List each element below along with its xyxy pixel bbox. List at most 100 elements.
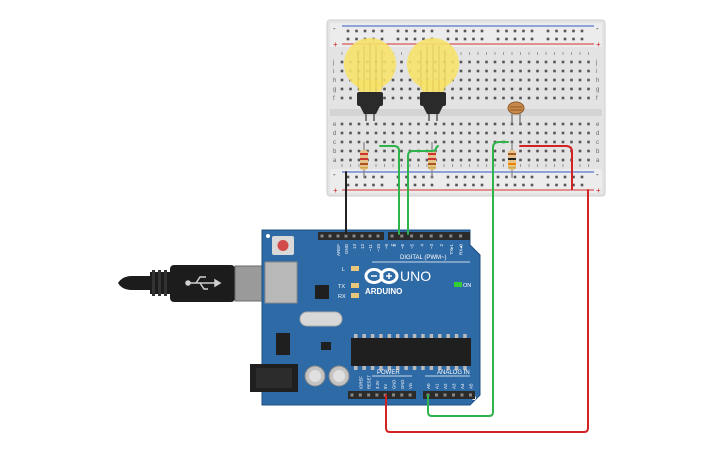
breadboard-hole[interactable] (578, 149, 582, 153)
rail-hole[interactable] (355, 183, 358, 187)
breadboard-hole[interactable] (510, 60, 514, 64)
rail-hole[interactable] (446, 183, 450, 187)
rail-hole[interactable] (372, 175, 375, 179)
rail-hole[interactable] (496, 183, 500, 187)
breadboard-hole[interactable] (340, 140, 344, 144)
breadboard-hole[interactable] (468, 140, 471, 144)
rail-hole[interactable] (463, 175, 467, 179)
rail-hole[interactable] (422, 183, 425, 187)
breadboard-hole[interactable] (561, 158, 565, 162)
rail-hole[interactable] (546, 183, 550, 187)
breadboard-hole[interactable] (459, 87, 463, 91)
breadboard-hole[interactable] (340, 96, 344, 100)
header-pin-hole[interactable] (392, 393, 395, 397)
breadboard-hole[interactable] (476, 69, 480, 73)
rail-hole[interactable] (546, 175, 550, 179)
rail-hole[interactable] (380, 29, 384, 33)
header-pin-hole[interactable] (368, 234, 372, 238)
breadboard-hole[interactable] (502, 87, 505, 91)
breadboard-hole[interactable] (459, 96, 463, 100)
breadboard-hole[interactable] (510, 78, 514, 82)
breadboard-hole[interactable] (476, 60, 480, 64)
rail-hole[interactable] (580, 175, 584, 179)
rail-hole[interactable] (513, 29, 517, 33)
breadboard-hole[interactable] (357, 149, 361, 153)
rail-hole[interactable] (496, 175, 500, 179)
breadboard-hole[interactable] (561, 96, 565, 100)
breadboard-hole[interactable] (400, 96, 403, 100)
breadboard-hole[interactable] (476, 122, 480, 126)
rail-hole[interactable] (363, 175, 367, 179)
breadboard-hole[interactable] (340, 158, 344, 162)
breadboard-hole[interactable] (485, 87, 488, 91)
breadboard-hole[interactable] (502, 96, 505, 100)
breadboard-hole[interactable] (544, 78, 548, 82)
breadboard-hole[interactable] (442, 122, 446, 126)
breadboard-hole[interactable] (493, 131, 497, 135)
breadboard-hole[interactable] (442, 149, 446, 153)
breadboard-hole[interactable] (425, 140, 429, 144)
breadboard-hole[interactable] (340, 60, 344, 64)
breadboard-hole[interactable] (417, 87, 420, 91)
breadboard-hole[interactable] (417, 96, 420, 100)
breadboard-hole[interactable] (553, 78, 556, 82)
breadboard-hole[interactable] (536, 122, 539, 126)
breadboard-hole[interactable] (417, 140, 420, 144)
breadboard-hole[interactable] (536, 131, 539, 135)
breadboard-hole[interactable] (587, 60, 590, 64)
header-pin-hole[interactable] (344, 234, 348, 238)
breadboard-hole[interactable] (578, 140, 582, 144)
header-pin-hole[interactable] (459, 234, 463, 238)
breadboard-hole[interactable] (476, 78, 480, 82)
breadboard-hole[interactable] (366, 122, 369, 126)
resistor-3[interactable] (508, 142, 516, 178)
rail-hole[interactable] (555, 37, 558, 41)
rail-hole[interactable] (505, 37, 508, 41)
breadboard-hole[interactable] (493, 96, 497, 100)
rail-hole[interactable] (505, 29, 508, 33)
breadboard-hole[interactable] (570, 78, 573, 82)
breadboard-hole[interactable] (340, 78, 344, 82)
breadboard-hole[interactable] (493, 158, 497, 162)
breadboard-hole[interactable] (578, 78, 582, 82)
rail-hole[interactable] (463, 183, 467, 187)
rail-hole[interactable] (422, 29, 425, 33)
breadboard-hole[interactable] (536, 60, 539, 64)
rail-hole[interactable] (472, 29, 475, 33)
breadboard-hole[interactable] (340, 131, 344, 135)
breadboard-hole[interactable] (374, 122, 378, 126)
header-pin-hole[interactable] (449, 234, 453, 238)
breadboard-hole[interactable] (578, 87, 582, 91)
breadboard-hole[interactable] (383, 131, 386, 135)
breadboard-hole[interactable] (536, 96, 539, 100)
breadboard-hole[interactable] (561, 69, 565, 73)
breadboard-hole[interactable] (408, 78, 412, 82)
breadboard-hole[interactable] (468, 78, 471, 82)
breadboard-hole[interactable] (340, 122, 344, 126)
breadboard-hole[interactable] (553, 149, 556, 153)
breadboard-hole[interactable] (485, 149, 488, 153)
breadboard-hole[interactable] (400, 140, 403, 144)
rail-hole[interactable] (355, 29, 358, 33)
breadboard-hole[interactable] (587, 122, 590, 126)
breadboard-hole[interactable] (357, 131, 361, 135)
breadboard-hole[interactable] (383, 158, 386, 162)
breadboard-hole[interactable] (561, 60, 565, 64)
rail-hole[interactable] (572, 183, 575, 187)
photoresistor[interactable] (507, 101, 525, 124)
header-pin-hole[interactable] (375, 393, 379, 397)
breadboard-hole[interactable] (502, 122, 505, 126)
breadboard-hole[interactable] (442, 140, 446, 144)
breadboard-hole[interactable] (459, 60, 463, 64)
breadboard-hole[interactable] (493, 122, 497, 126)
breadboard-hole[interactable] (553, 87, 556, 91)
breadboard-hole[interactable] (570, 122, 573, 126)
rail-hole[interactable] (380, 175, 384, 179)
breadboard-hole[interactable] (374, 140, 378, 144)
breadboard-hole[interactable] (536, 149, 539, 153)
breadboard-hole[interactable] (417, 122, 420, 126)
header-pin-hole[interactable] (328, 234, 332, 238)
rail-hole[interactable] (513, 175, 517, 179)
rail-hole[interactable] (572, 29, 575, 33)
breadboard-hole[interactable] (349, 131, 352, 135)
